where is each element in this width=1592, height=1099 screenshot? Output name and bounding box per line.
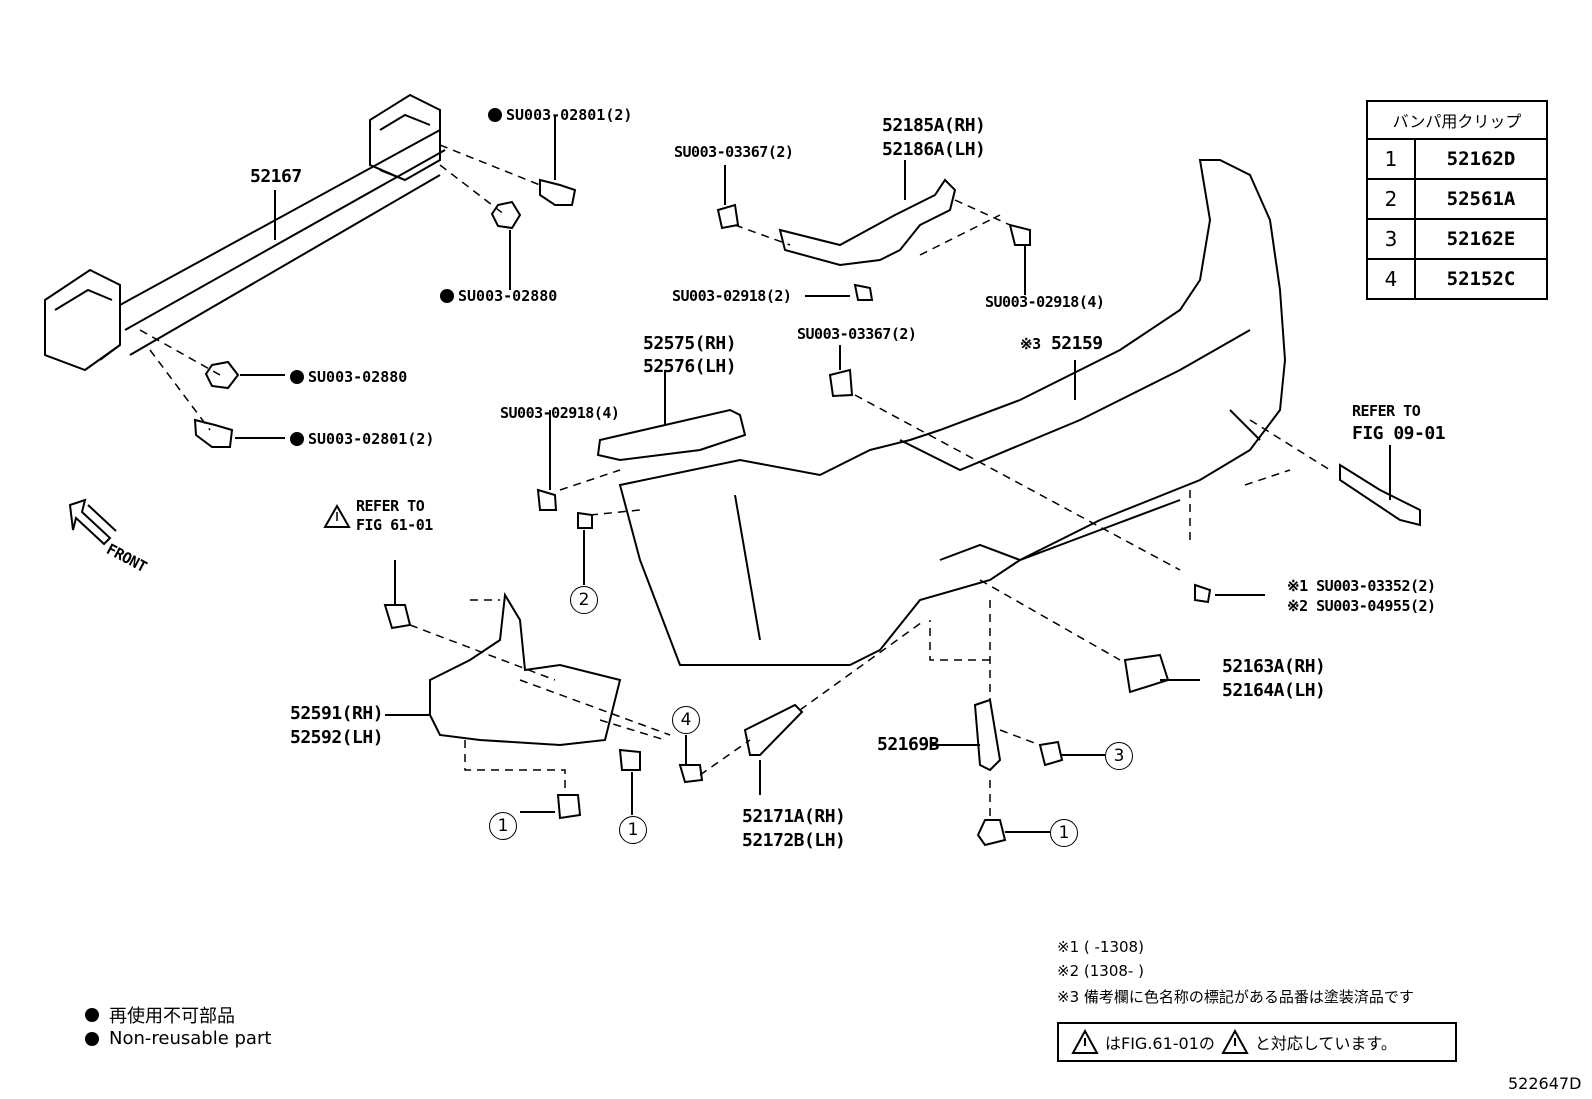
- label-shield-rh: 52591(RH): [290, 703, 384, 724]
- non-reusable-dot-icon: [290, 370, 304, 384]
- warning-triangle-icon: [1071, 1029, 1099, 1054]
- label-reflector-lh: 52164A(LH): [1222, 680, 1326, 701]
- clip-ref-3: 3: [1105, 742, 1133, 770]
- beam-fasteners-drawing: [193, 115, 577, 448]
- clip-ref-1: 1: [489, 812, 517, 840]
- label-mudguard-lh: 52172B(LH): [742, 830, 846, 851]
- label-screw-var2: ※2 SU003-04955(2): [1287, 597, 1436, 615]
- callout-bolt-top: SU003-02801(2): [488, 106, 632, 124]
- label-shield-lh: 52592(LH): [290, 727, 384, 748]
- non-reusable-dot-icon: [85, 1031, 99, 1046]
- box-text-2: と対応しています。: [1254, 1034, 1397, 1053]
- rear-bumper-reinforcement-drawing: [44, 93, 446, 372]
- part-number: SU003-02801(2): [506, 106, 633, 124]
- note-mark: ※3: [1020, 335, 1041, 353]
- figure-id: 522647D: [1508, 1074, 1582, 1093]
- clip-number: 3: [1366, 218, 1416, 260]
- note-3: ※3 備考欄に色名称の標記がある品番は塗装済品です: [1057, 988, 1414, 1006]
- label-screw-right: SU003-02918(4): [985, 293, 1105, 311]
- refer-right-line2: FIG 09-01: [1352, 423, 1446, 444]
- label-bumper-cover: ※3 52159: [1020, 333, 1103, 355]
- fig-reference-box: はFIG.61-01の と対応しています。: [1057, 1022, 1457, 1062]
- label-screw-left: SU003-02918(4): [500, 404, 620, 422]
- part-number: SU003-02801(2): [308, 430, 435, 448]
- clip-part-number: 52152C: [1414, 258, 1548, 300]
- label-support: 52169B: [877, 734, 940, 755]
- note-1: ※1 ( -1308): [1057, 938, 1144, 956]
- non-reusable-dot-icon: [488, 108, 502, 122]
- warning-triangle-icon: [323, 503, 351, 528]
- part-number: SU003-02880: [458, 287, 558, 305]
- note-2: ※2 (1308- ): [1057, 962, 1144, 980]
- part-number: SU003-02880: [308, 368, 408, 386]
- clip-part-number: 52162D: [1414, 138, 1548, 180]
- refer-left-line1: REFER TO: [356, 497, 425, 515]
- clip-part-number: 52162E: [1414, 218, 1548, 260]
- label-mudguard-rh: 52171A(RH): [742, 806, 846, 827]
- label-screw-var1: ※1 SU003-03352(2): [1287, 577, 1436, 595]
- label-clip-mid: SU003-03367(2): [797, 325, 917, 343]
- non-reusable-dot-icon: [290, 432, 304, 446]
- callout-bolt-low: SU003-02801(2): [290, 430, 434, 448]
- mudguard-drawing: [678, 703, 804, 795]
- clip-part-number: 52561A: [1414, 178, 1548, 220]
- refer-left-line2: FIG 61-01: [356, 516, 433, 534]
- front-arrow-icon: [68, 498, 117, 546]
- callout-nut-top: SU003-02880: [440, 287, 557, 305]
- clip-table-header: バンパ用クリップ: [1366, 100, 1548, 140]
- part-number: 52159: [1050, 333, 1103, 354]
- label-bracket-rh: 52185A(RH): [882, 115, 986, 136]
- box-text-1: はFIG.61-01の: [1105, 1034, 1215, 1053]
- fender-liner-shield-drawing: [383, 560, 641, 820]
- legend-text: Non-reusable part: [109, 1028, 272, 1049]
- clip-number: 4: [1366, 258, 1416, 300]
- clip-number: 2: [1366, 178, 1416, 220]
- clip-ref-2: 2: [570, 586, 598, 614]
- refer-right-line1: REFER TO: [1352, 402, 1421, 420]
- non-reusable-dot-icon: [440, 289, 454, 303]
- legend-text: 再使用不可部品: [109, 1006, 235, 1027]
- label-reinforcement: 52167: [250, 166, 302, 187]
- label-retainer-lh: 52576(LH): [643, 356, 737, 377]
- label-retainer-rh: 52575(RH): [643, 333, 737, 354]
- rear-bumper-cover-drawing: [618, 159, 1287, 666]
- callout-nut-low: SU003-02880: [290, 368, 407, 386]
- clip-ref-4: 4: [672, 706, 700, 734]
- non-reusable-dot-icon: [85, 1008, 99, 1022]
- label-screw-mid: SU003-02918(2): [672, 287, 792, 305]
- clip-ref-1: 1: [1050, 819, 1078, 847]
- label-bracket-lh: 52186A(LH): [882, 139, 986, 160]
- warning-triangle-icon: [1221, 1029, 1249, 1054]
- clip-number: 1: [1366, 138, 1416, 180]
- bumper-bracket-drawing: [716, 160, 1031, 301]
- support-bracket-drawing: [930, 698, 1105, 847]
- clip-ref-1: 1: [619, 816, 647, 844]
- reflector-and-clips-drawing: [828, 345, 1421, 694]
- label-clip-top-left: SU003-03367(2): [674, 143, 794, 161]
- legend-en: Non-reusable part: [85, 1028, 271, 1049]
- label-reflector-rh: 52163A(RH): [1222, 656, 1326, 677]
- legend-jp: 再使用不可部品: [85, 1002, 235, 1028]
- side-retainer-drawing: [536, 370, 747, 585]
